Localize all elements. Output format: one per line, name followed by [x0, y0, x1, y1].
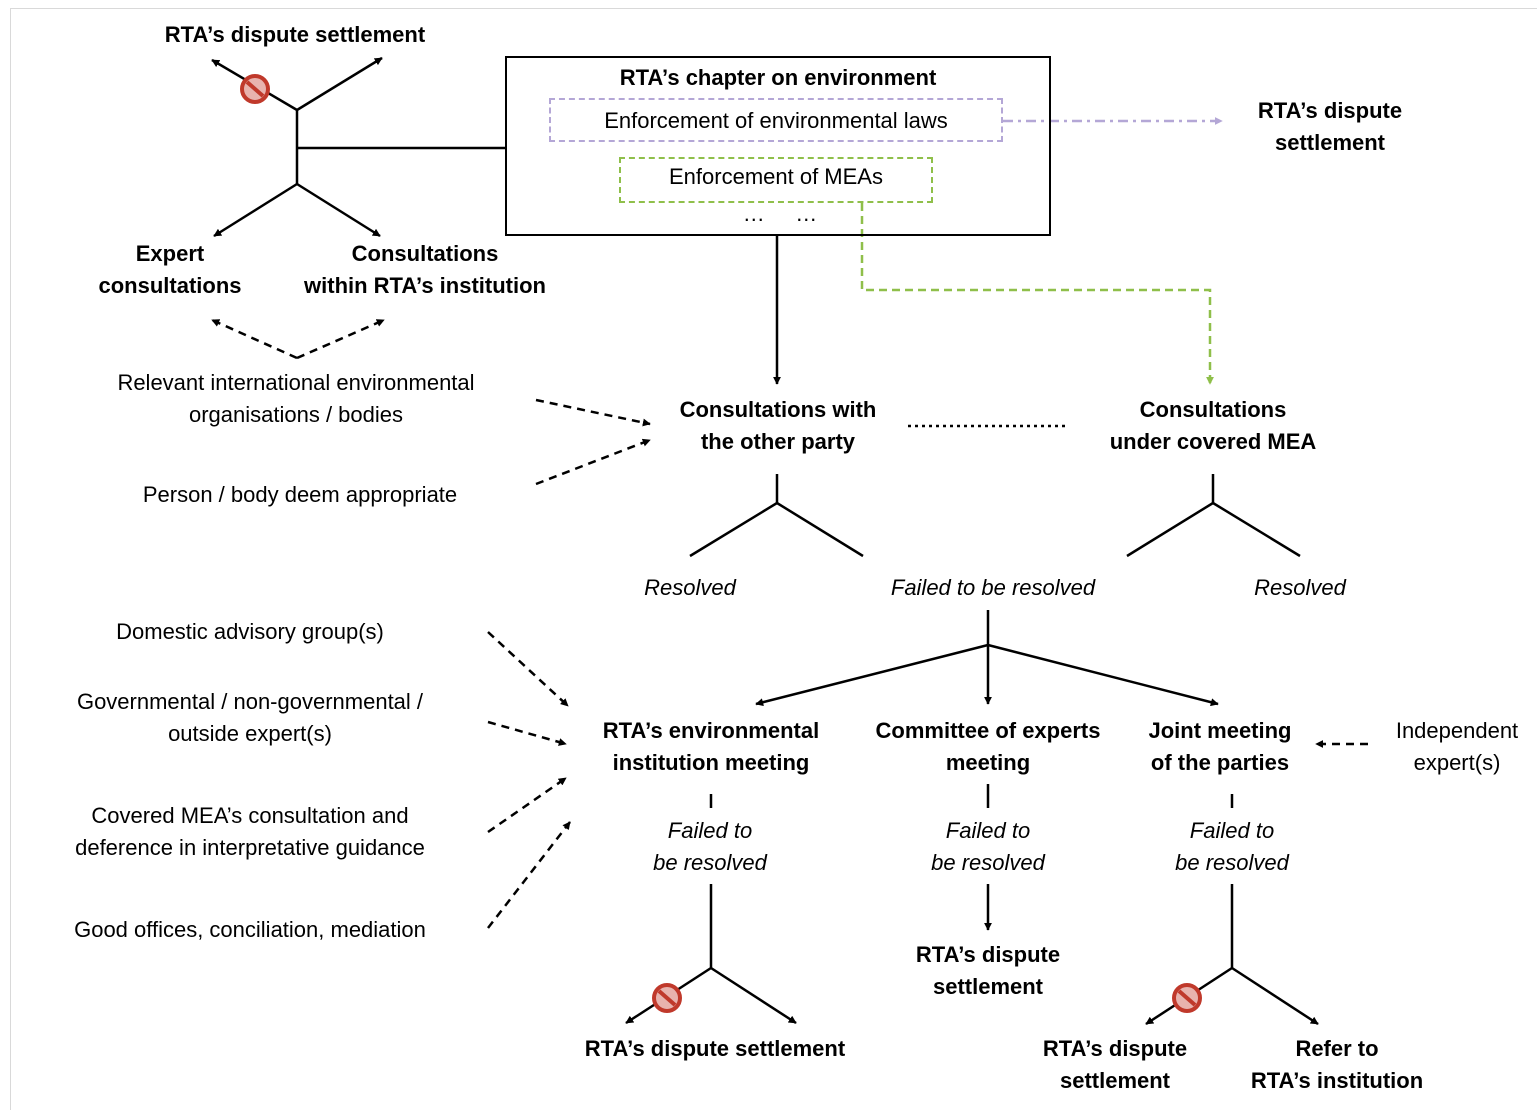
- laws-enforcement-label: Enforcement of environmental laws: [604, 108, 948, 133]
- chapter-more-ellipsis: … …: [742, 201, 818, 226]
- mea-enforcement-label: Enforcement of MEAs: [669, 164, 883, 189]
- consultations-covered-mea: Consultations under covered MEA: [1109, 397, 1317, 454]
- failed-center: Failed to be resolved: [890, 575, 1096, 600]
- consultations-other-party: Consultations with the other party: [679, 397, 877, 454]
- domestic-advisory-input: Domestic advisory group(s): [116, 619, 384, 644]
- failed-branch-lines: [755, 610, 1219, 707]
- stage2-ticks: [709, 784, 1234, 808]
- failed-committee: Failed to be resolved: [931, 818, 1045, 875]
- expert-consultations: Expert consultations: [98, 241, 242, 298]
- final-institution-dispute: RTA’s dispute settlement: [584, 1036, 846, 1061]
- intl-orgs-input: Relevant international environmental org…: [117, 370, 475, 427]
- independent-experts-input: Independent expert(s): [1395, 718, 1519, 775]
- final-joint-dispute: RTA’s dispute settlement: [1042, 1036, 1188, 1093]
- prohibit-icon: [652, 983, 682, 1013]
- consultation-forks: [689, 474, 1301, 558]
- institution-meeting: RTA’s environmental institution meeting: [602, 718, 820, 775]
- right-dispute-settlement: RTA’s dispute settlement: [1257, 98, 1403, 155]
- person-body-input: Person / body deem appropriate: [142, 482, 458, 507]
- chapter-box: [505, 56, 1051, 236]
- failed-institution: Failed to be resolved: [653, 818, 767, 875]
- input-dashed-top: [535, 398, 651, 486]
- expert-dashed-lines: [211, 318, 385, 360]
- chapter-title: RTA’s chapter on environment: [619, 65, 937, 90]
- laws-enforcement-box: [549, 98, 1003, 142]
- prohibit-icon: [1172, 983, 1202, 1013]
- covered-mea-guidance-input: Covered MEA’s consultation and deference…: [75, 803, 425, 860]
- final-committee-dispute: RTA’s dispute settlement: [915, 942, 1061, 999]
- resolved-left: Resolved: [644, 575, 736, 600]
- top-dispute-settlement: RTA’s dispute settlement: [164, 22, 426, 47]
- joint-meeting: Joint meeting of the parties: [1148, 718, 1292, 775]
- committee-meeting: Committee of experts meeting: [875, 718, 1101, 775]
- good-offices-input: Good offices, conciliation, mediation: [74, 917, 426, 942]
- green-dash-path: [860, 203, 1214, 385]
- prohibit-icon: [240, 74, 270, 104]
- input-dashed-bottom: [487, 631, 1368, 929]
- mea-enforcement-box: [619, 157, 933, 203]
- final-joint-refer: Refer to RTA’s institution: [1250, 1036, 1424, 1093]
- experts-input: Governmental / non-governmental / outsid…: [76, 689, 424, 746]
- resolved-right: Resolved: [1254, 575, 1346, 600]
- institution-consultations: Consultations within RTA’s institution: [304, 241, 546, 298]
- frame-border: [10, 8, 1537, 1110]
- failed-joint: Failed to be resolved: [1175, 818, 1289, 875]
